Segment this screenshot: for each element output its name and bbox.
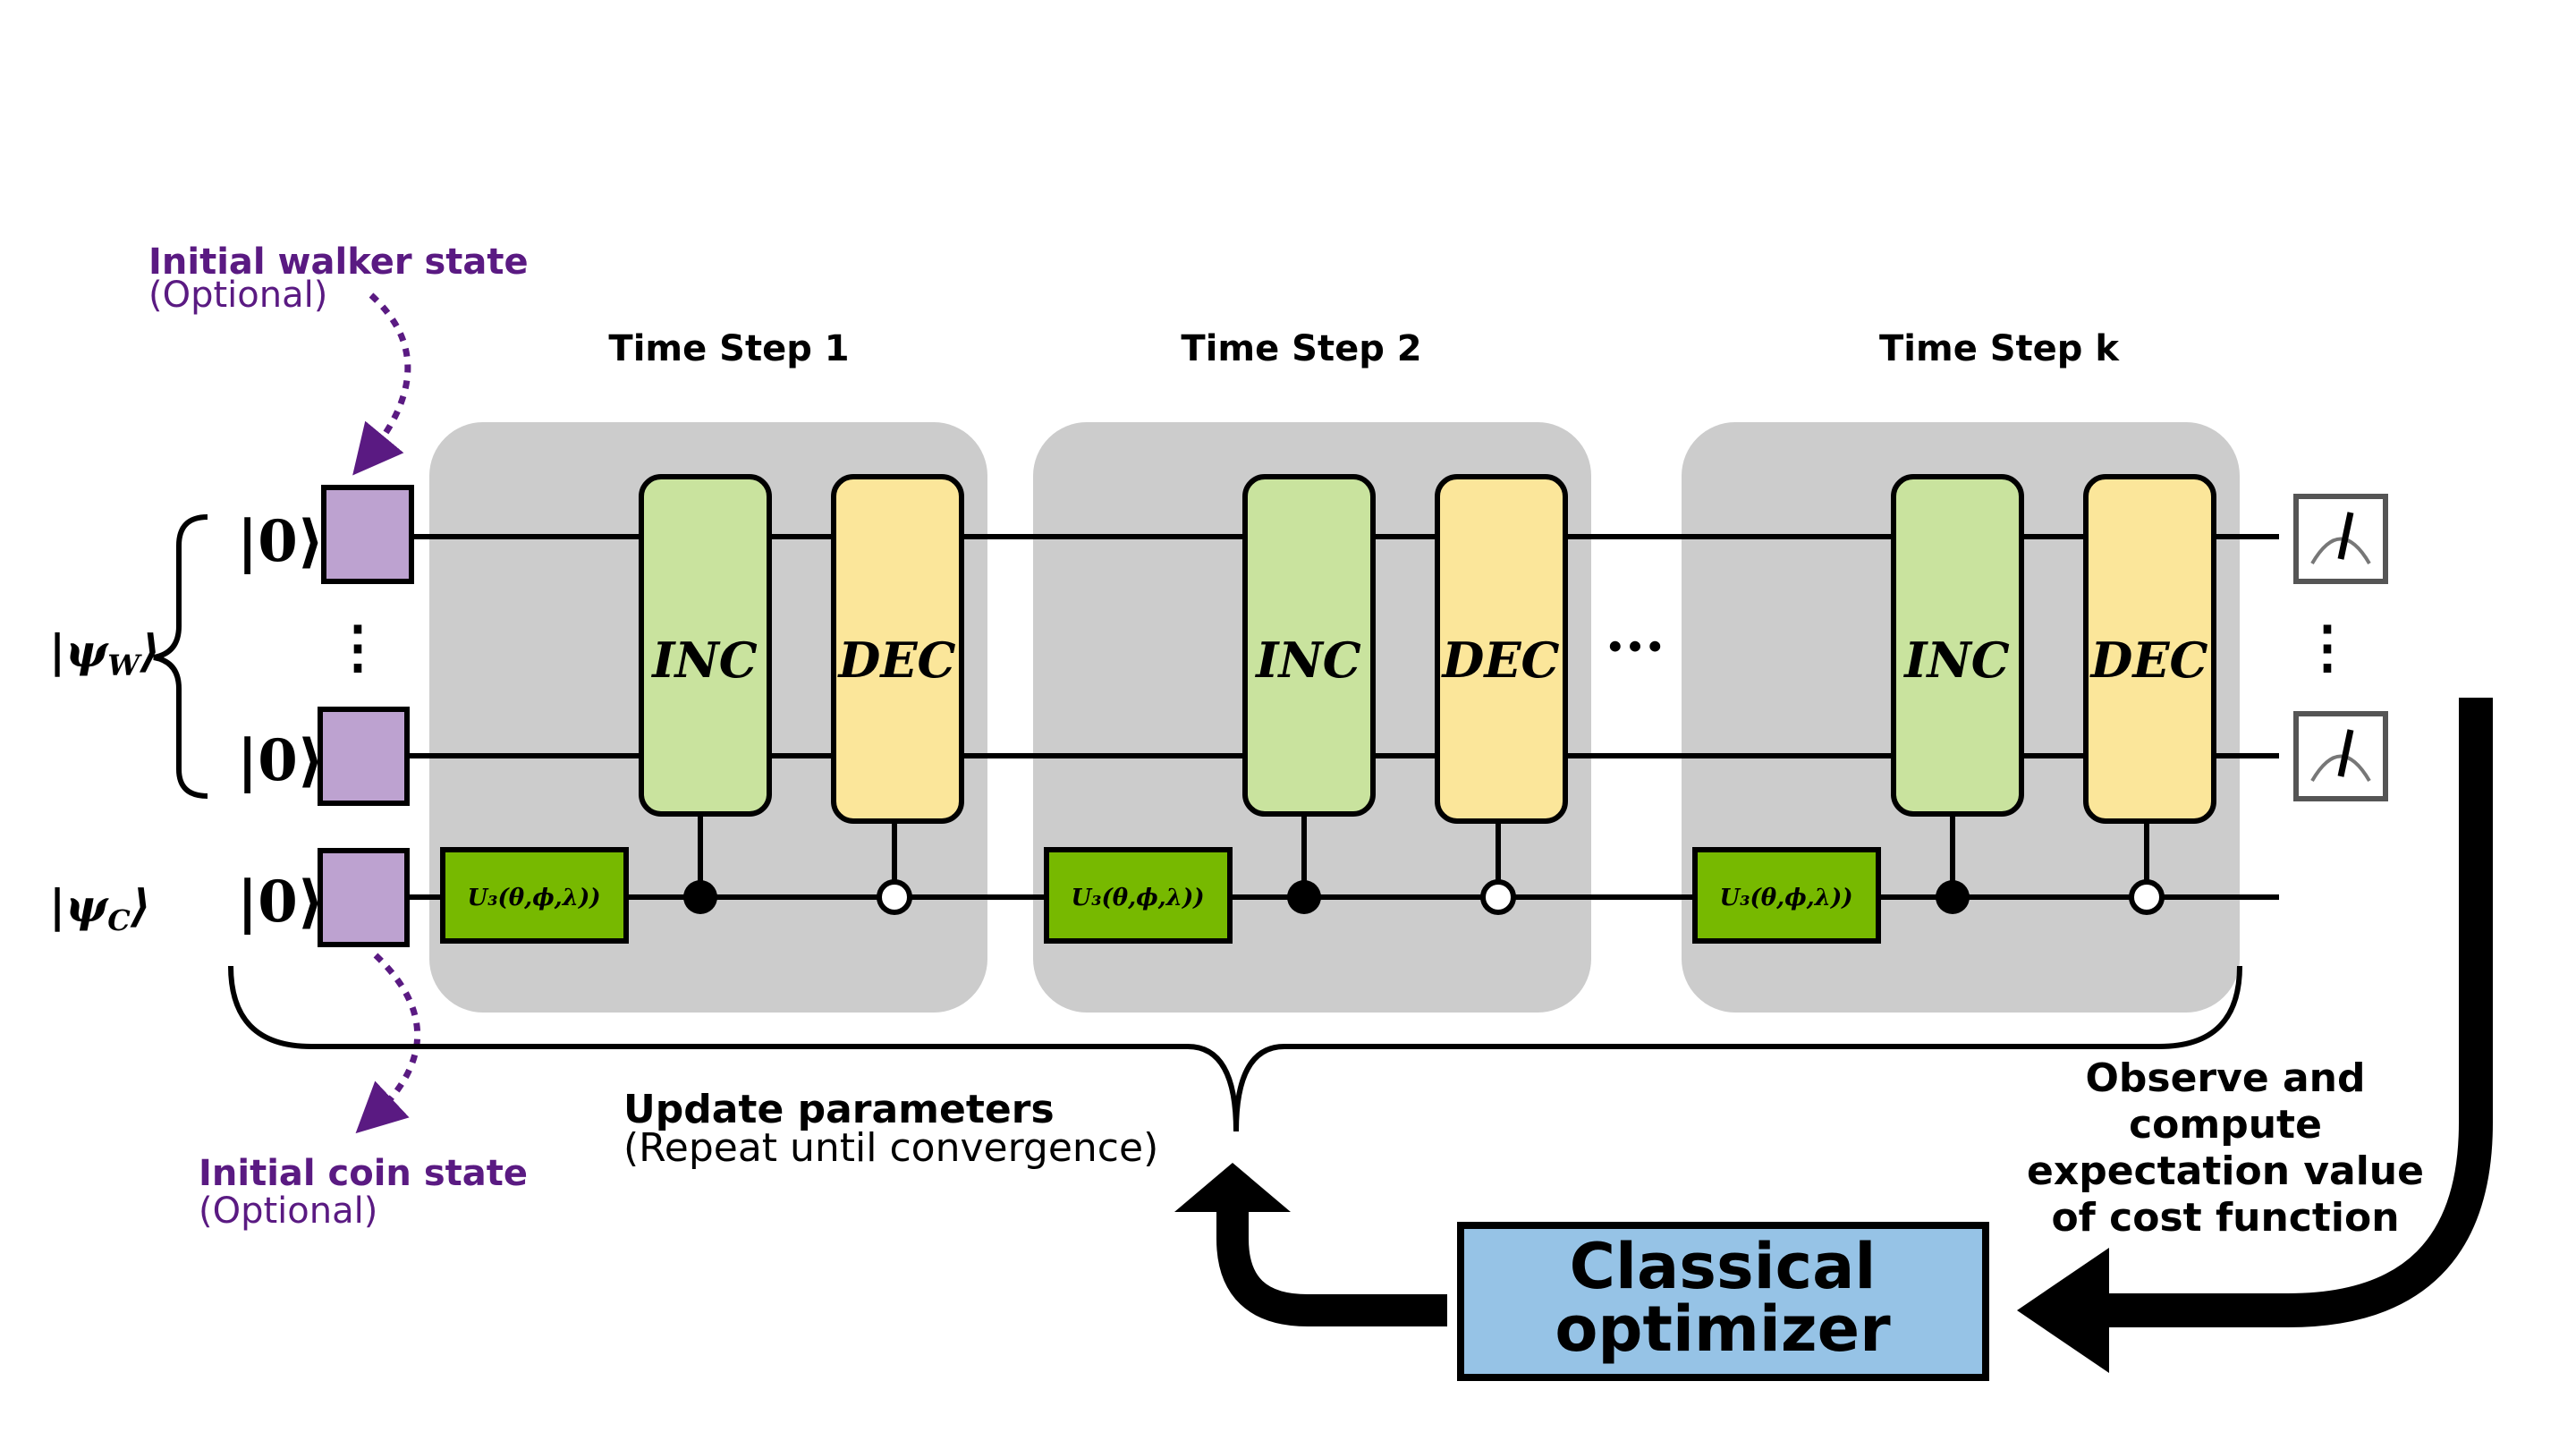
- initial-walker-state-label: Initial walker state: [148, 242, 529, 283]
- dec-gate-1-label: DEC: [837, 631, 956, 689]
- optimizer-line-1: Classical: [1570, 1230, 1877, 1303]
- coin-dotted-arrow: [355, 953, 421, 1134]
- init-walker-top-box: [321, 485, 414, 584]
- optimizer-arrowhead: [1174, 1163, 1291, 1212]
- ket-zero-coin: |0⟩: [237, 869, 324, 936]
- time-step-1-title: Time Step 1: [608, 328, 849, 369]
- walker-dotted-arrow: [352, 292, 411, 476]
- measurement-arrowhead: [2017, 1248, 2109, 1373]
- ket-zero-walker-bottom: |0⟩: [237, 727, 324, 794]
- time-step-2-gates: U₃(θ,ϕ,λ)) INC DEC: [1044, 474, 1568, 944]
- meter-icon: [2293, 711, 2388, 801]
- u3-gate-2: [1044, 847, 1233, 944]
- update-parameters-title: Update parameters: [623, 1087, 1055, 1132]
- init-coin-box: [318, 848, 410, 947]
- inc-gate-1-label: INC: [650, 631, 758, 689]
- control-open-1: [877, 879, 912, 915]
- initial-coin-state-label: Initial coin state: [199, 1153, 528, 1194]
- time-step-2-title: Time Step 2: [1181, 328, 1421, 369]
- control-open-2: [1480, 879, 1516, 915]
- inc-gate-2: [1242, 474, 1376, 817]
- time-step-1-gates: U₃(θ,ϕ,λ)) INC DEC: [440, 474, 964, 944]
- dec-gate-1: [831, 474, 964, 824]
- control-filled-1: [683, 880, 717, 914]
- meter-vdots: ⋮: [2299, 614, 2356, 681]
- update-brace: [228, 965, 2242, 1132]
- observe-line-2: compute: [2129, 1102, 2322, 1148]
- u3-gate-1-label: U₃(θ,ϕ,λ)): [467, 885, 600, 911]
- dec-gate-k: [2083, 474, 2216, 824]
- psi-w-label: |ψW⟩: [49, 624, 160, 682]
- inc-gate-k: [1891, 474, 2024, 817]
- ket-zero-walker-top: |0⟩: [237, 508, 324, 575]
- meter-icon: [2293, 494, 2388, 584]
- observe-line-3: expectation value: [2027, 1148, 2424, 1194]
- inc-gate-k-label: INC: [1902, 631, 2010, 689]
- inc-gate-2-label: INC: [1254, 631, 1361, 689]
- observe-line-4: of cost function: [2051, 1195, 2399, 1241]
- inc-gate-1: [639, 474, 772, 817]
- time-step-k-gates: U₃(θ,ϕ,λ)) INC DEC: [1692, 474, 2216, 944]
- psi-c-label: |ψC⟩: [49, 879, 151, 937]
- u3-gate-k-label: U₃(θ,ϕ,λ)): [1719, 885, 1852, 911]
- optimizer-to-update-arrow: [1216, 1203, 1447, 1326]
- u3-gate-k: [1692, 847, 1881, 944]
- u3-gate-2-label: U₃(θ,ϕ,λ)): [1071, 885, 1204, 911]
- walker-vdots: ⋮: [329, 614, 386, 681]
- update-parameters-subtitle: (Repeat until convergence): [623, 1125, 1158, 1171]
- dec-gate-2: [1435, 474, 1568, 824]
- time-step-k-title: Time Step k: [1879, 328, 2120, 369]
- time-step-hdots: ···: [1606, 614, 1665, 681]
- walker-brace: [153, 514, 208, 799]
- classical-optimizer-box: [1457, 1222, 1989, 1381]
- observe-line-1: Observe and: [2086, 1055, 2366, 1101]
- control-filled-k: [1936, 880, 1970, 914]
- optimizer-line-2: optimizer: [1555, 1292, 1891, 1366]
- initial-coin-optional: (Optional): [199, 1191, 377, 1232]
- measurement-to-optimizer-arrow: [2106, 698, 2493, 1327]
- initial-walker-optional: (Optional): [148, 275, 327, 316]
- u3-gate-1: [440, 847, 629, 944]
- init-walker-bottom-box: [318, 707, 410, 806]
- dec-gate-2-label: DEC: [1441, 631, 1560, 689]
- control-filled-2: [1287, 880, 1321, 914]
- control-open-k: [2129, 879, 2165, 915]
- dec-gate-k-label: DEC: [2089, 631, 2208, 689]
